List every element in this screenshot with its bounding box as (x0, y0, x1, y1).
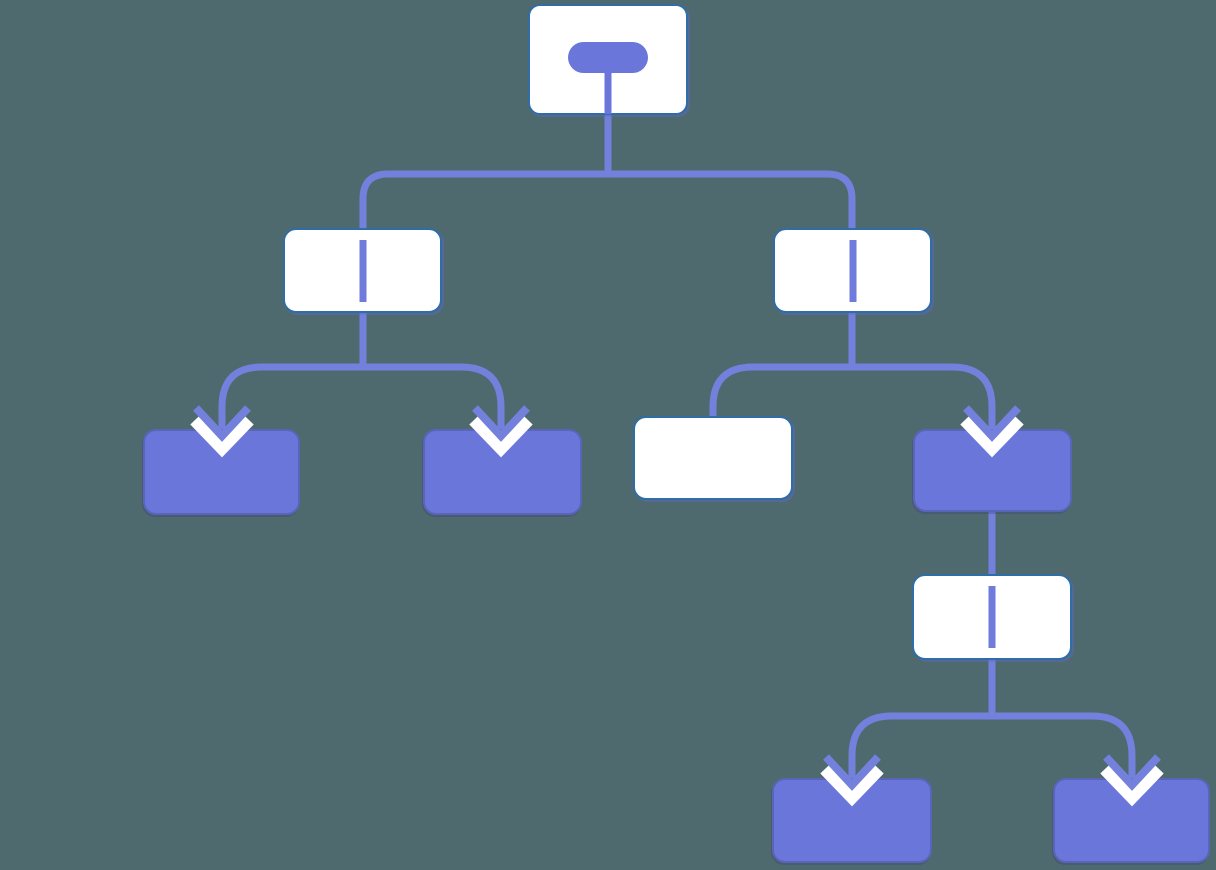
cursor-line-icon (849, 239, 856, 302)
root-node[interactable] (528, 4, 688, 115)
leaf-node-1[interactable] (143, 429, 300, 515)
edge-root-branches (359, 170, 856, 230)
cursor-line-icon (359, 239, 366, 302)
cursor-line-icon (988, 586, 996, 648)
branch-node-bottom[interactable] (912, 574, 1072, 660)
root-pill-icon (568, 42, 648, 73)
leaf-node-4[interactable] (1053, 778, 1210, 863)
leaf-node-3[interactable] (772, 778, 932, 863)
edge-branch-left-children (218, 363, 505, 436)
branch-node-left[interactable] (283, 228, 442, 313)
branch-node-right[interactable] (773, 228, 932, 313)
edge-branch-bottom-children (848, 712, 1136, 785)
mid-right-node[interactable] (913, 429, 1072, 512)
leaf-node-2[interactable] (423, 429, 582, 515)
root-pill-stem-icon (604, 70, 612, 114)
empty-node[interactable] (633, 416, 793, 500)
